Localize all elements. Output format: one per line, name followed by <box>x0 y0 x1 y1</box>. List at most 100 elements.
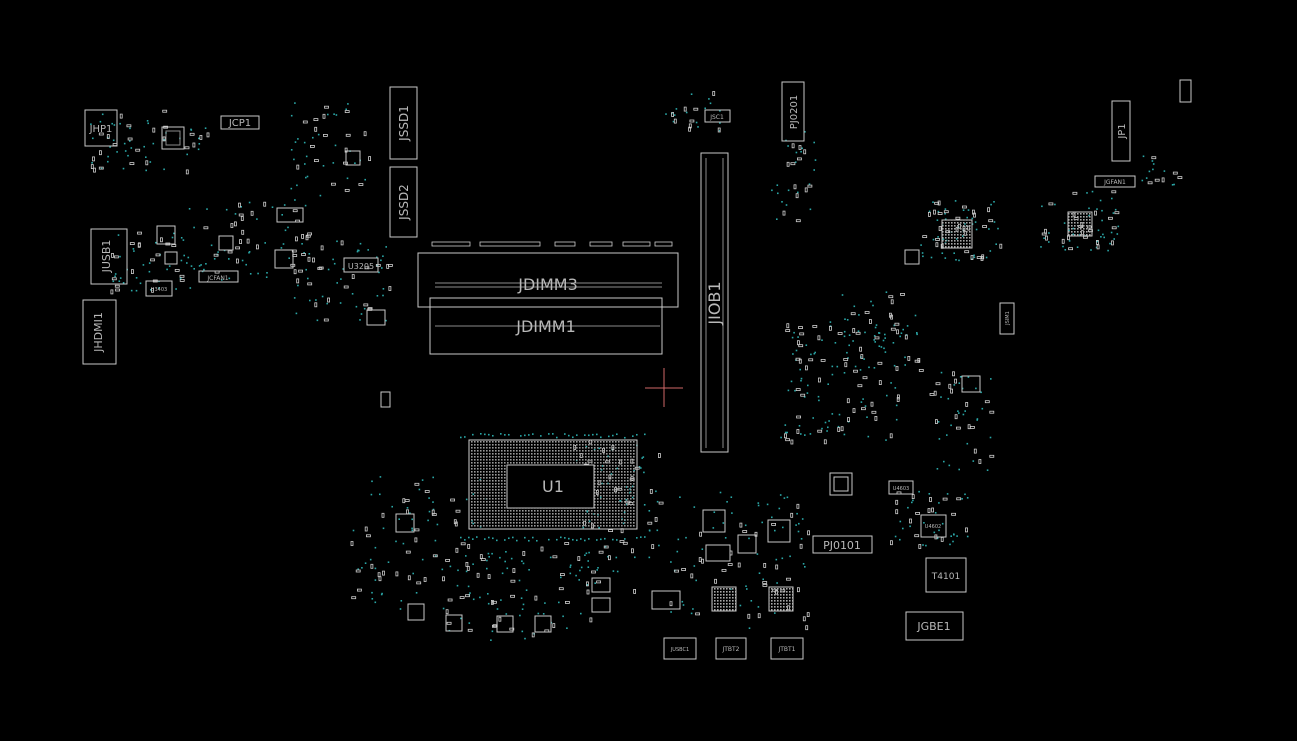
component-jhp1[interactable]: JHP1 <box>84 109 118 147</box>
label-u3403: U3403 <box>151 287 167 293</box>
passive-pad <box>490 600 494 605</box>
via <box>487 602 490 605</box>
via <box>1100 236 1102 238</box>
component-jcfan1[interactable]: JCFAN1 <box>198 270 239 283</box>
via <box>821 427 823 430</box>
component-u3403[interactable]: U3403 <box>145 280 173 297</box>
via <box>953 533 955 536</box>
via <box>852 340 854 342</box>
via <box>612 538 614 541</box>
via <box>1110 231 1113 234</box>
chips-right-mid[interactable] <box>829 249 981 496</box>
via <box>612 570 615 572</box>
component-jgfan1[interactable]: JGFAN1 <box>1094 175 1136 188</box>
component-jp1[interactable]: JP1 <box>1111 100 1131 162</box>
chip-near-jhp1[interactable] <box>161 126 185 150</box>
via <box>961 387 964 390</box>
passive-pad <box>894 322 900 326</box>
passive-pad <box>246 238 250 244</box>
passive-pad <box>465 562 469 567</box>
via <box>421 558 424 561</box>
via <box>834 342 837 344</box>
component-u3205[interactable]: U3205 <box>343 257 379 273</box>
via <box>670 561 672 563</box>
via <box>854 365 857 368</box>
component-jhdmi1[interactable]: JHDMI1 <box>82 299 117 365</box>
small-part-top-right[interactable] <box>1179 79 1192 103</box>
via <box>1109 242 1111 245</box>
via <box>1043 237 1045 239</box>
component-t4101[interactable]: T4101 <box>925 557 967 593</box>
passive-pad <box>402 498 406 504</box>
via <box>586 584 589 586</box>
component-u4603[interactable]: U4603 <box>888 480 914 495</box>
via <box>190 265 193 267</box>
via <box>522 603 525 606</box>
via <box>468 536 470 539</box>
component-jsim1[interactable]: JSIM1 <box>999 302 1015 335</box>
via <box>933 531 936 534</box>
chip-sw3[interactable] <box>366 309 386 326</box>
passive-pad <box>1072 191 1078 195</box>
passive-pad <box>99 150 102 156</box>
component-jiob1[interactable]: JIOB1 <box>700 152 729 453</box>
via <box>540 435 542 437</box>
via <box>363 307 366 310</box>
via <box>803 396 806 398</box>
via <box>841 294 844 296</box>
passive-pad <box>747 613 751 619</box>
via <box>351 293 354 295</box>
passive-pad <box>762 584 768 587</box>
component-jusb1[interactable]: JUSB1 <box>90 228 128 285</box>
component-jtbt2[interactable]: JTBT2 <box>715 637 747 660</box>
component-u4602[interactable]: U4602 <box>920 514 947 538</box>
via <box>813 352 816 355</box>
passive-pad <box>870 401 874 407</box>
via <box>1096 240 1099 243</box>
via <box>818 399 820 402</box>
passive-pad <box>291 249 297 253</box>
via <box>608 435 610 438</box>
via <box>640 536 642 538</box>
component-pj0101[interactable]: PJ0101 <box>812 535 873 554</box>
chip-near-ssd[interactable] <box>345 150 361 166</box>
via <box>658 544 660 547</box>
via <box>604 537 606 540</box>
via <box>432 476 434 479</box>
gpu-chip[interactable] <box>941 211 1093 249</box>
chip-near-jusb1[interactable] <box>156 225 178 265</box>
component-jdimm1[interactable]: JDIMM1 <box>429 297 663 355</box>
component-jcp1[interactable]: JCP1 <box>220 115 260 130</box>
passive-pad <box>701 558 704 564</box>
via <box>297 138 299 140</box>
chips-lower-left[interactable] <box>395 513 681 633</box>
component-jtbt1[interactable]: JTBT1 <box>770 637 804 660</box>
passive-pad <box>818 377 821 383</box>
passive-pad <box>802 616 806 622</box>
via <box>379 476 382 478</box>
component-pj0201[interactable]: PJ0201 <box>781 81 805 142</box>
component-jssd2[interactable]: JSSD2 <box>389 166 418 238</box>
component-jssd1[interactable]: JSSD1 <box>389 86 418 160</box>
component-jdimm3[interactable]: JDIMM3 <box>417 252 679 308</box>
component-jusbc1[interactable]: JUSBC1 <box>663 637 697 660</box>
component-u1[interactable]: U1 <box>468 439 638 530</box>
via <box>937 210 940 213</box>
component-jsc1[interactable]: JSC1 <box>704 109 731 123</box>
passive-pad <box>796 429 800 434</box>
passive-pad <box>800 393 806 397</box>
passive-pad <box>239 239 242 245</box>
small-part-left[interactable] <box>380 391 391 408</box>
component-jgbe1[interactable]: JGBE1 <box>905 611 964 641</box>
via <box>638 466 641 468</box>
via <box>800 377 803 380</box>
via <box>986 469 989 471</box>
via <box>537 612 540 615</box>
passive-pad <box>292 209 298 213</box>
chip-mid-left[interactable] <box>218 207 304 269</box>
via <box>333 113 335 115</box>
label-jgfan1: JGFAN1 <box>1103 179 1126 186</box>
chips-lower-mid[interactable] <box>702 509 794 612</box>
via <box>228 277 231 280</box>
